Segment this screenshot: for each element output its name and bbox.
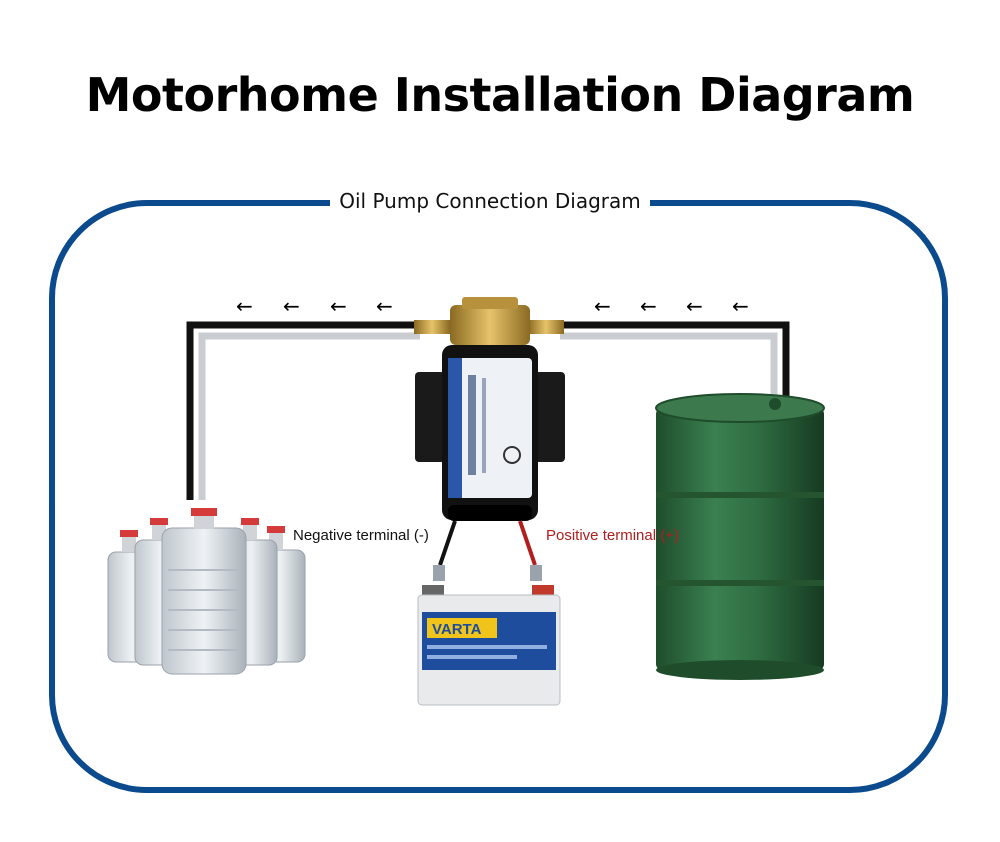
bottles-icon (107, 508, 306, 675)
hose-right (560, 321, 790, 400)
frame-label: Oil Pump Connection Diagram (330, 186, 650, 216)
battery-icon: VARTA (417, 585, 561, 706)
page-title: Motorhome Installation Diagram (85, 68, 915, 122)
arrow-left-icon: ← (732, 294, 749, 318)
arrow-left-icon: ← (330, 294, 347, 318)
arrow-left-icon: ← (686, 294, 703, 318)
hose-left (186, 321, 420, 500)
arrow-left-icon: ← (376, 294, 393, 318)
arrow-left-icon: ← (594, 294, 611, 318)
flow-arrows: ← ← ← ← ← ← ← ← (236, 294, 749, 318)
pump-icon (414, 297, 565, 581)
oil-drum-icon (655, 393, 825, 680)
arrow-left-icon: ← (283, 294, 300, 318)
arrow-left-icon: ← (640, 294, 657, 318)
positive-terminal-label: Positive terminal (+) (546, 527, 679, 544)
battery-brand: VARTA (432, 621, 482, 638)
arrow-left-icon: ← (236, 294, 253, 318)
negative-terminal-label: Negative terminal (-) (293, 527, 429, 544)
